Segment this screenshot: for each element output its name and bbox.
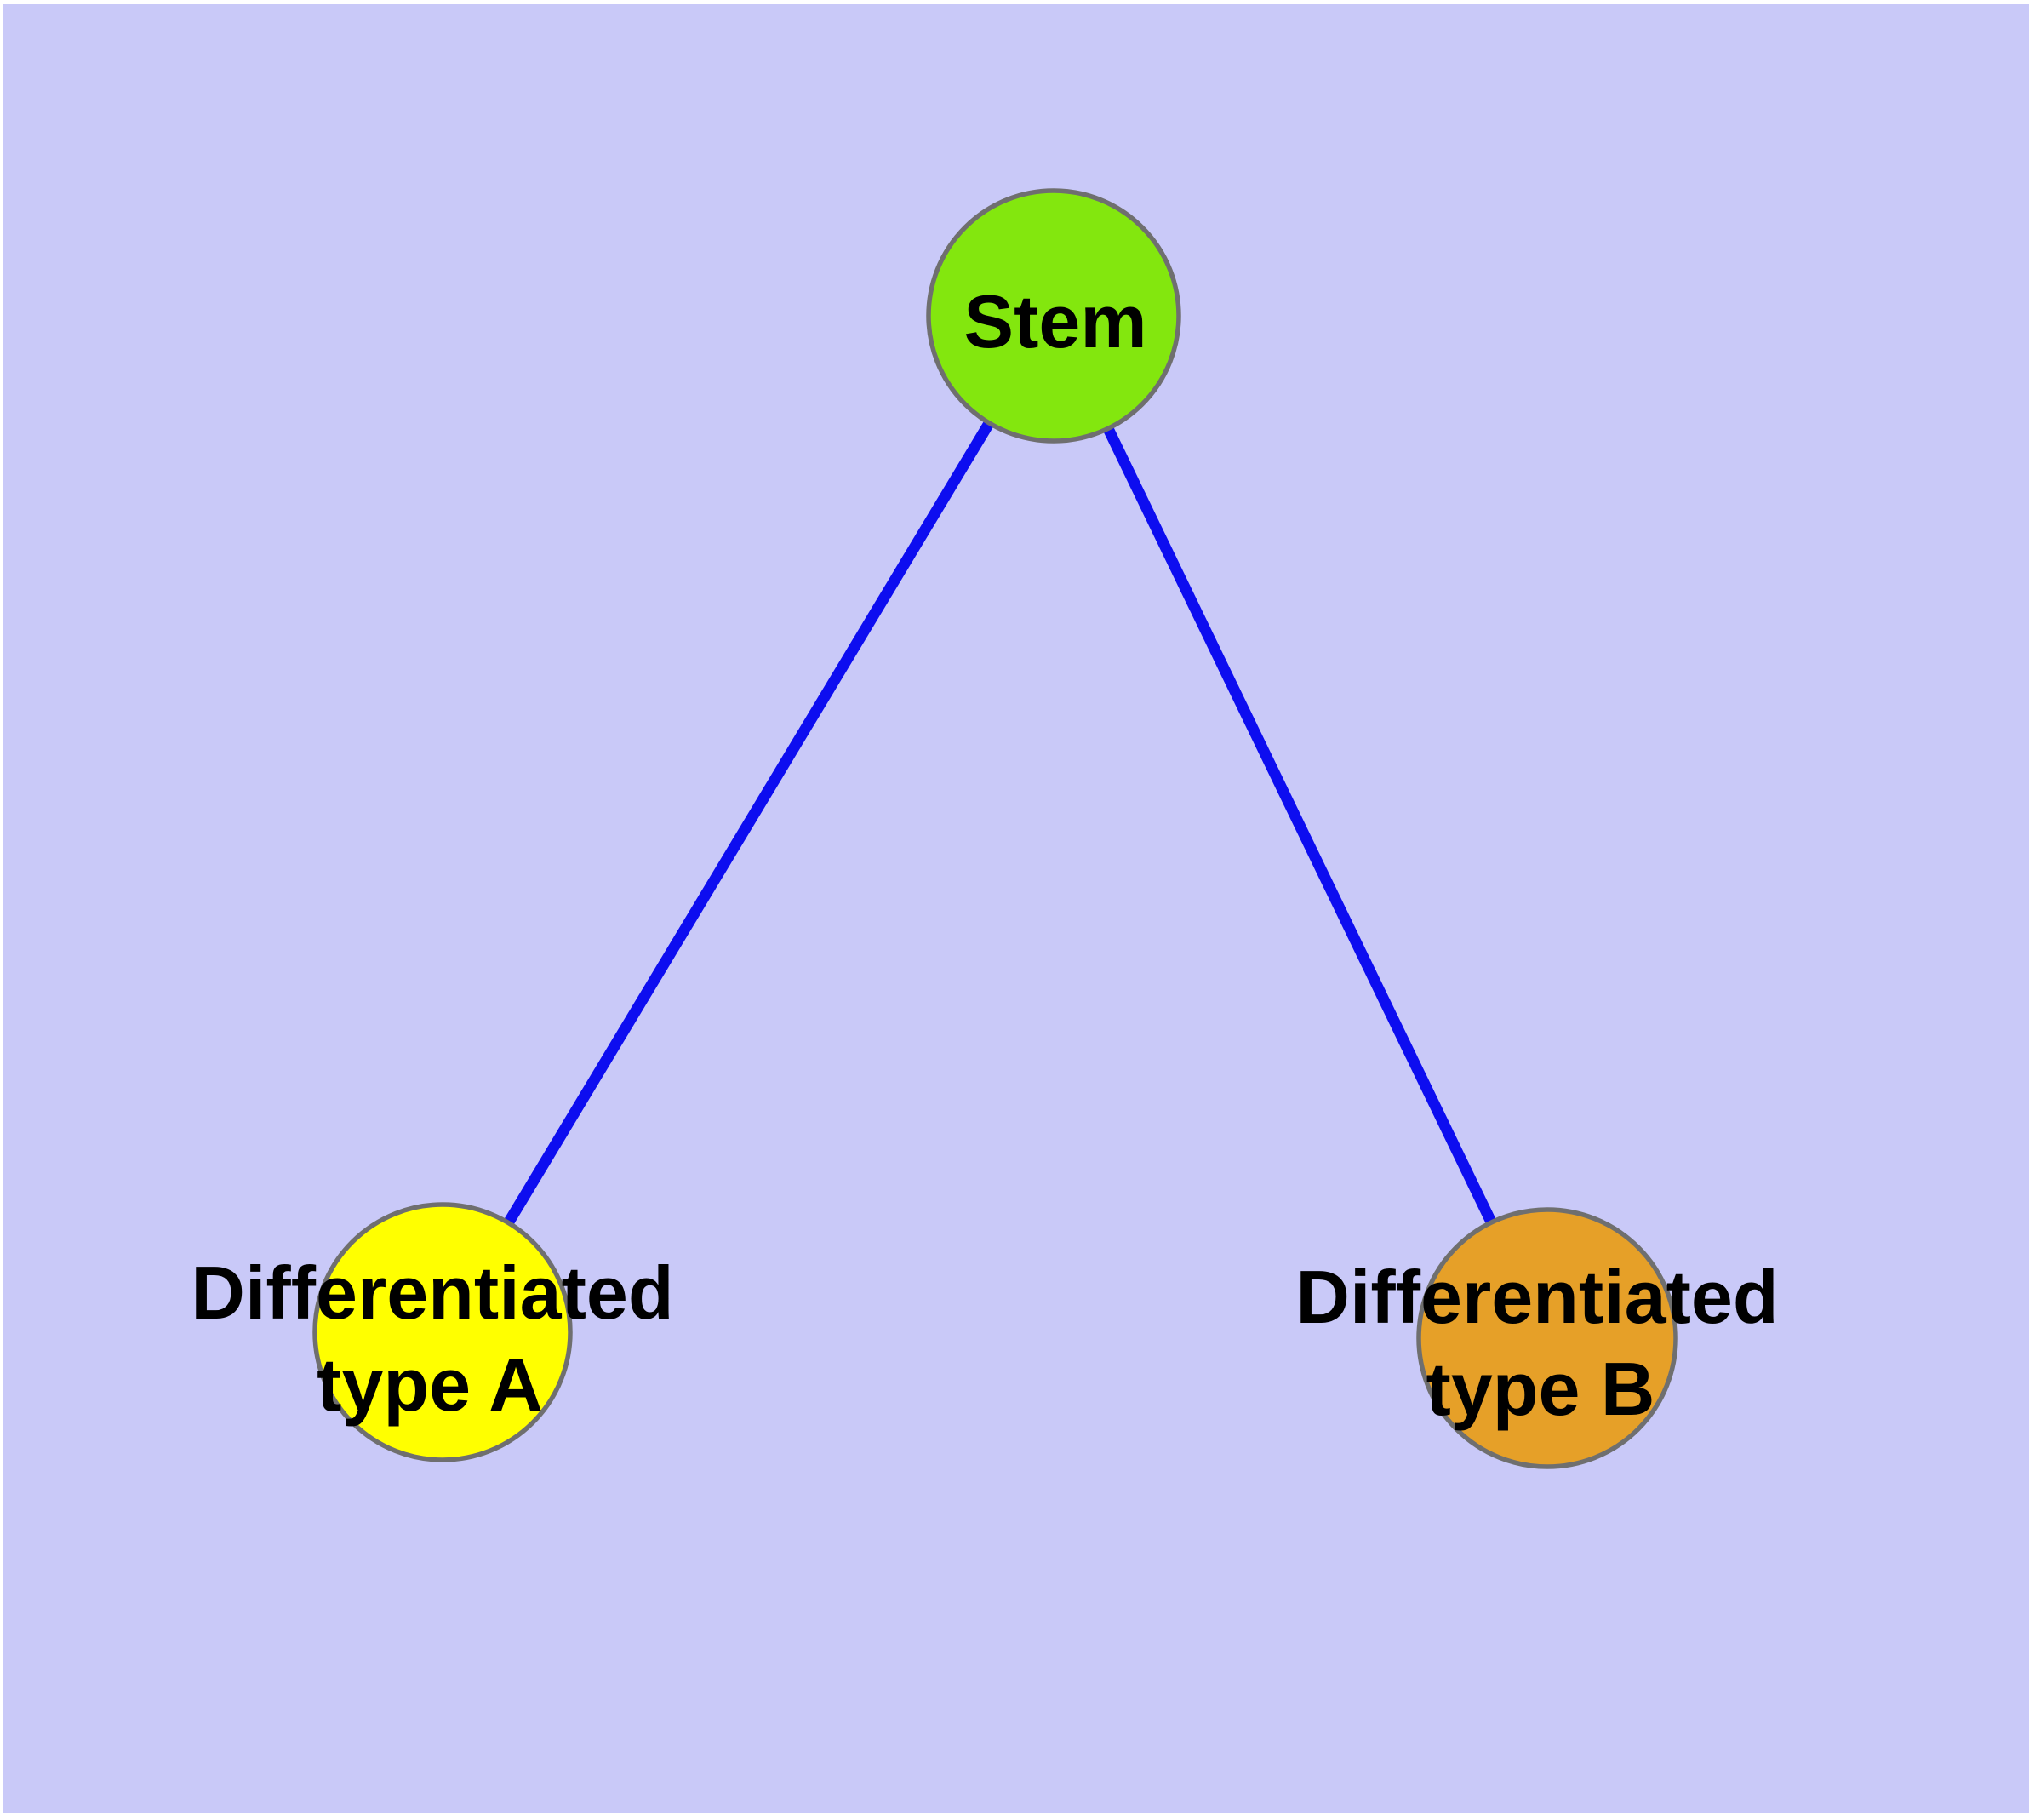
node-type-a-label-line1: Differentiated xyxy=(191,1251,673,1335)
edge-stem-to-type-a xyxy=(437,312,1059,1336)
edge-stem-to-type-b xyxy=(1049,313,1552,1341)
node-type-b-label-line2: type B xyxy=(1426,1347,1655,1431)
node-type-a xyxy=(312,1202,573,1462)
node-stem xyxy=(926,188,1181,444)
node-type-a-label-line2: type A xyxy=(317,1342,543,1427)
node-type-b-label-line1: Differentiated xyxy=(1295,1255,1778,1339)
node-stem-label: Stem xyxy=(963,279,1146,363)
node-type-b xyxy=(1416,1207,1678,1469)
